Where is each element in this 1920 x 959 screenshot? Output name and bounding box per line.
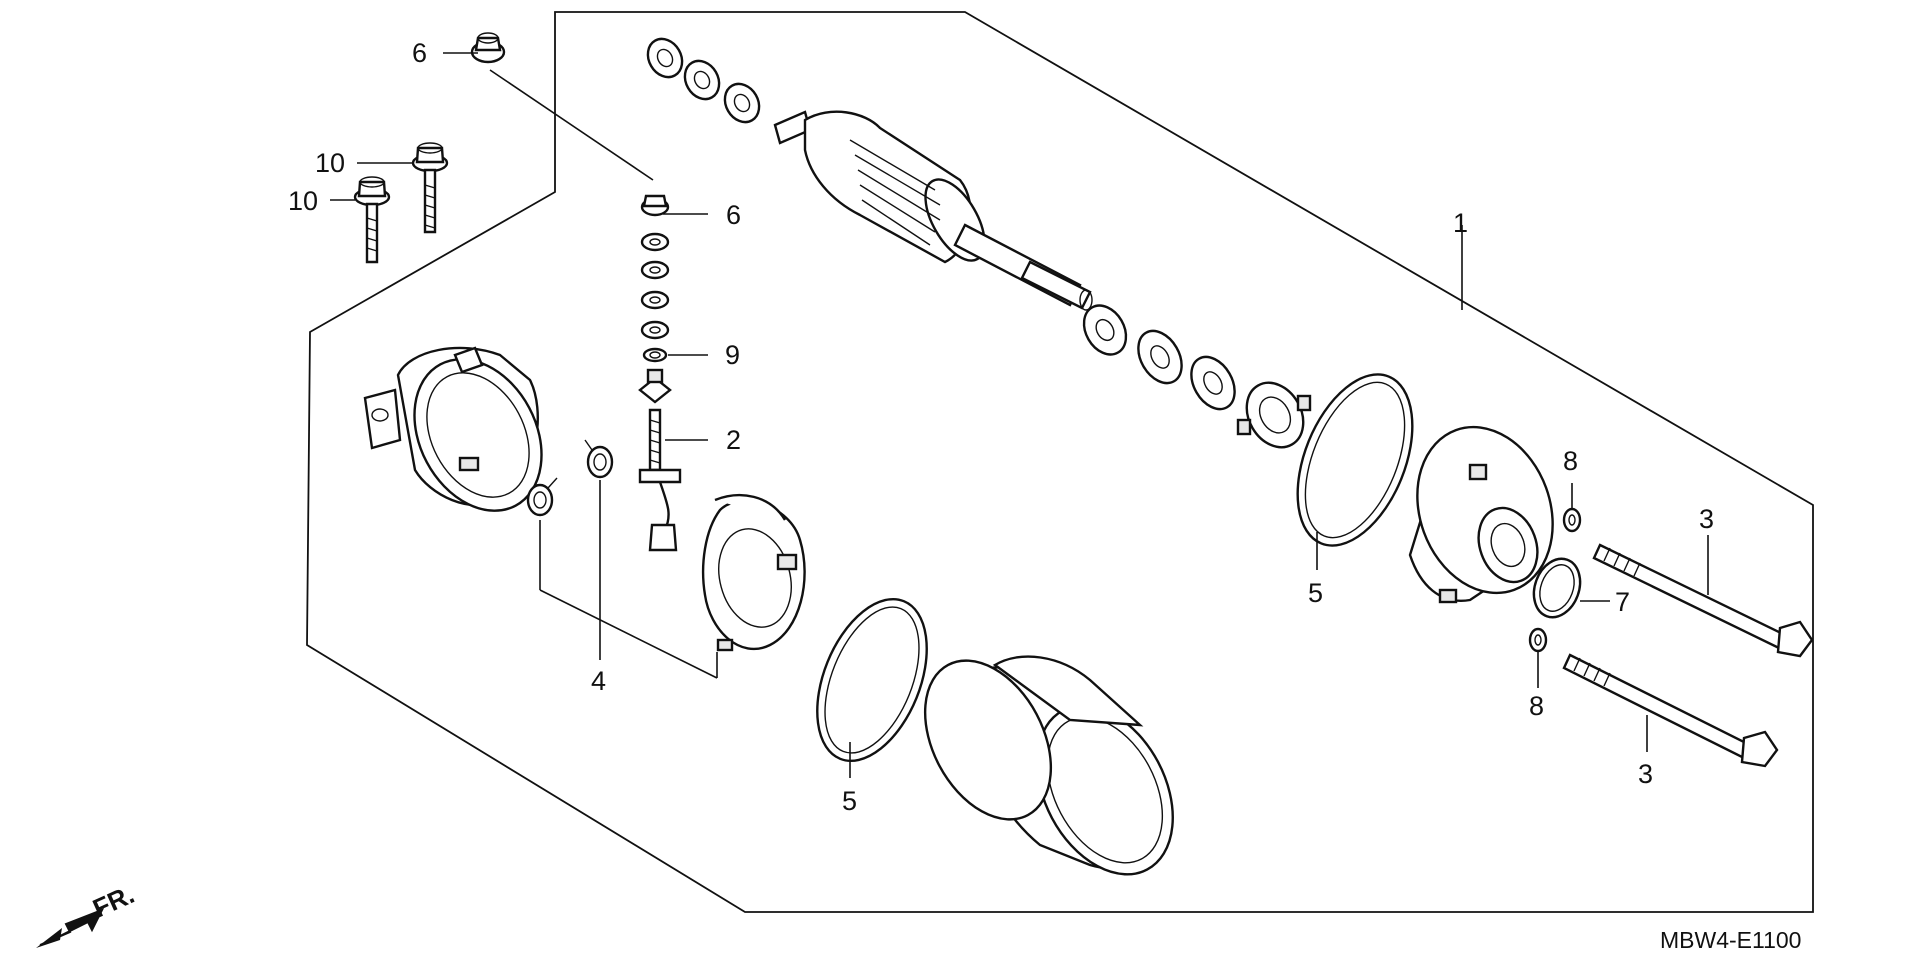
callout-8-lower: 8 — [1529, 691, 1544, 721]
rear-cover-housing — [363, 346, 543, 512]
leader-lines — [330, 52, 1709, 778]
flange-nut-top — [470, 32, 506, 64]
flange-bolt-upper — [411, 142, 449, 234]
lock-washer — [1236, 381, 1312, 449]
brush-spring-left — [526, 477, 558, 517]
long-bolt-upper — [1592, 543, 1814, 658]
armature — [773, 110, 1093, 311]
o-ring-front — [1296, 373, 1414, 547]
brush-holder-plate — [701, 493, 806, 652]
callout-6-top: 6 — [412, 38, 427, 68]
armature-washer-set-front — [1082, 304, 1236, 411]
assembly-frame — [306, 11, 1814, 913]
flange-bolt-lower — [353, 176, 391, 264]
front-direction-arrow-icon — [36, 908, 105, 948]
brush-spring-right — [584, 439, 614, 479]
callout-5-front: 5 — [1308, 578, 1323, 608]
callout-3-upper: 3 — [1699, 504, 1714, 534]
motor-yoke-case — [923, 655, 1174, 876]
terminal-bolt-and-brush — [638, 368, 682, 552]
callout-1: 1 — [1453, 208, 1468, 238]
callout-5-rear: 5 — [842, 786, 857, 816]
armature-washer-set-rear — [646, 37, 761, 124]
callout-2: 2 — [726, 425, 741, 455]
callout-8-upper: 8 — [1563, 446, 1578, 476]
callout-3-lower: 3 — [1638, 759, 1653, 789]
callout-10-upper: 10 — [315, 148, 345, 178]
long-bolt-lower — [1562, 653, 1779, 768]
washer-upper — [1562, 507, 1582, 533]
callout-10-lower: 10 — [288, 186, 318, 216]
diagram-code: MBW4-E1100 — [1660, 927, 1801, 953]
callout-6-stack: 6 — [726, 200, 741, 230]
callout-4: 4 — [591, 666, 606, 696]
terminal-nut-and-washer-stack — [640, 194, 670, 363]
callout-7: 7 — [1615, 587, 1630, 617]
washer-lower — [1528, 627, 1548, 653]
callout-9: 9 — [725, 340, 740, 370]
front-cover — [1408, 425, 1554, 604]
o-ring-small — [1532, 557, 1582, 619]
o-ring-rear — [816, 597, 928, 763]
